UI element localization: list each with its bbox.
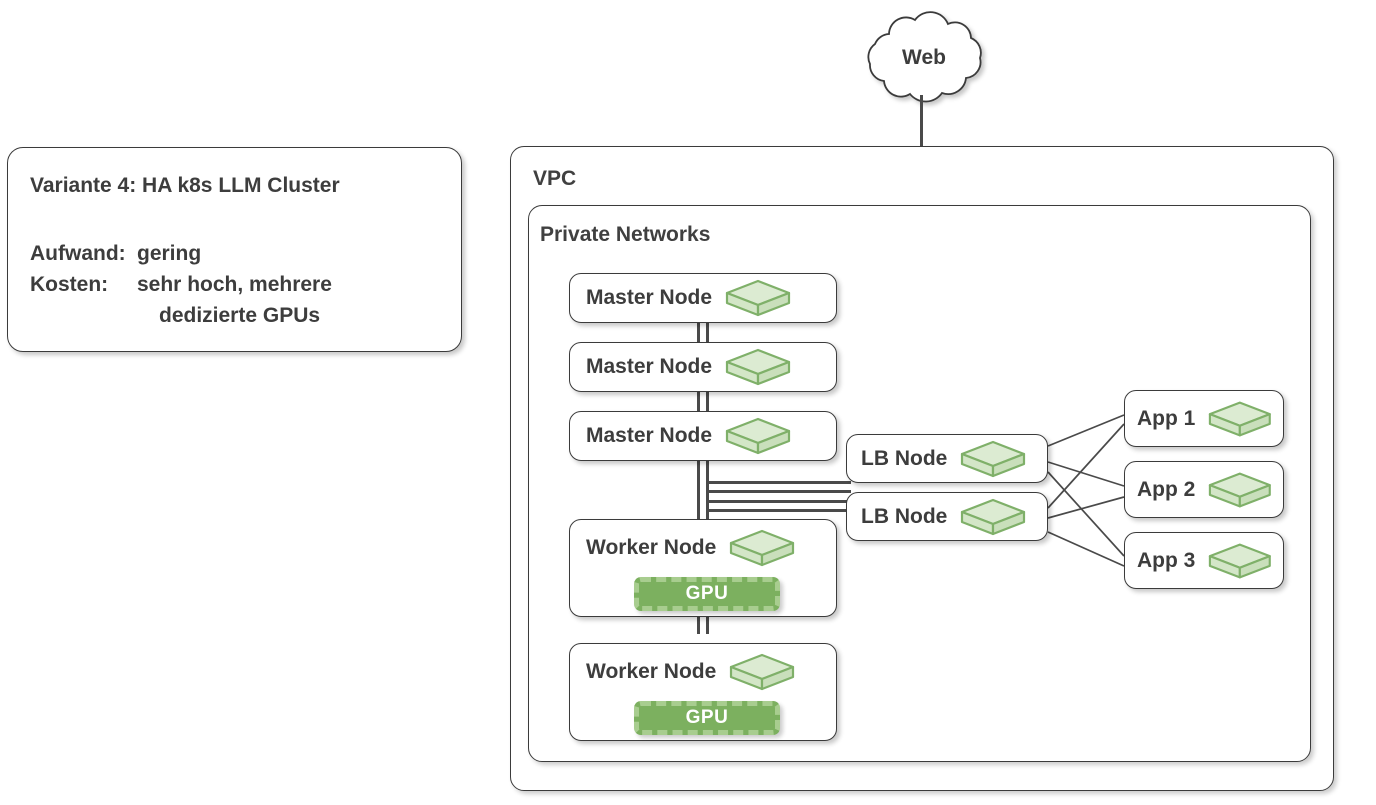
legend-key-aufwand: Aufwand:	[30, 242, 126, 265]
legend-title: Variante 4: HA k8s LLM Cluster	[30, 174, 340, 197]
node-cube-icon	[1209, 401, 1272, 436]
worker-node-1-label: Worker Node	[586, 536, 717, 559]
app-node-3-content: App 3	[1137, 533, 1273, 588]
private-networks-group	[528, 205, 1311, 762]
gpu-badge: GPU	[634, 701, 780, 735]
cloud-label: Web	[902, 46, 946, 69]
node-cube-icon	[725, 279, 791, 317]
node-cube-icon	[961, 440, 1026, 477]
app-node-2[interactable]: App 2	[1124, 461, 1284, 518]
connector-master1-master2	[697, 322, 710, 342]
gpu-label: GPU	[685, 707, 729, 728]
worker-node-2-content: Worker Node	[586, 648, 826, 696]
legend-value-kosten: sehr hoch, mehrere	[137, 273, 332, 296]
vpc-group	[510, 146, 1334, 791]
connector-master2-master3	[697, 391, 710, 411]
cloud-icon	[867, 11, 982, 103]
node-cube-icon	[730, 529, 795, 567]
node-cube-icon	[725, 348, 791, 386]
app-node-3-label: App 3	[1137, 548, 1196, 572]
connector-bus-to-lb1	[706, 481, 851, 494]
legend-value-aufwand: gering	[137, 242, 202, 265]
node-cube-icon	[730, 653, 795, 691]
gpu-badge: GPU	[634, 577, 780, 611]
worker-node-1[interactable]: Worker Node GPU	[569, 519, 837, 617]
gpu-label: GPU	[685, 583, 729, 604]
master-node-2[interactable]: Master Node	[569, 342, 837, 392]
cloud-to-vpc-connector	[920, 95, 923, 147]
node-cube-icon	[1209, 543, 1272, 578]
web-cloud: Web	[850, 8, 998, 104]
private-networks-label: Private Networks	[540, 223, 711, 246]
master-node-1-label: Master Node	[586, 286, 713, 309]
connector-bus-to-lb2	[706, 500, 851, 513]
node-cube-icon	[1209, 472, 1272, 507]
connector-worker1-worker2	[697, 614, 710, 634]
master-node-3-content: Master Node	[586, 412, 826, 460]
master-node-2-content: Master Node	[586, 343, 826, 391]
lb-node-2-label: LB Node	[861, 504, 948, 528]
legend-row-kosten-cont: dedizierte GPUs	[159, 304, 321, 327]
app-node-1-label: App 1	[1137, 406, 1196, 430]
app-node-1[interactable]: App 1	[1124, 390, 1284, 447]
worker-node-2[interactable]: Worker Node GPU	[569, 643, 837, 741]
master-node-3[interactable]: Master Node	[569, 411, 837, 461]
master-node-1-content: Master Node	[586, 274, 826, 322]
app-node-2-label: App 2	[1137, 477, 1196, 501]
lb-node-2[interactable]: LB Node	[846, 492, 1048, 541]
worker-node-1-content: Worker Node	[586, 524, 826, 572]
master-node-3-label: Master Node	[586, 424, 713, 447]
lb-node-1[interactable]: LB Node	[846, 434, 1048, 483]
master-node-1[interactable]: Master Node	[569, 273, 837, 323]
lb-node-2-content: LB Node	[861, 493, 1037, 540]
node-cube-icon	[961, 498, 1026, 535]
node-cube-icon	[725, 417, 791, 455]
lb-node-1-content: LB Node	[861, 435, 1037, 482]
master-node-2-label: Master Node	[586, 355, 713, 378]
app-node-1-content: App 1	[1137, 391, 1273, 446]
legend-box: Variante 4: HA k8s LLM Cluster Aufwand: …	[7, 147, 462, 352]
worker-node-2-label: Worker Node	[586, 660, 717, 683]
legend-key-kosten: Kosten:	[30, 273, 109, 296]
vpc-label: VPC	[533, 167, 577, 190]
lb-node-1-label: LB Node	[861, 446, 948, 470]
app-node-3[interactable]: App 3	[1124, 532, 1284, 589]
app-node-2-content: App 2	[1137, 462, 1273, 517]
